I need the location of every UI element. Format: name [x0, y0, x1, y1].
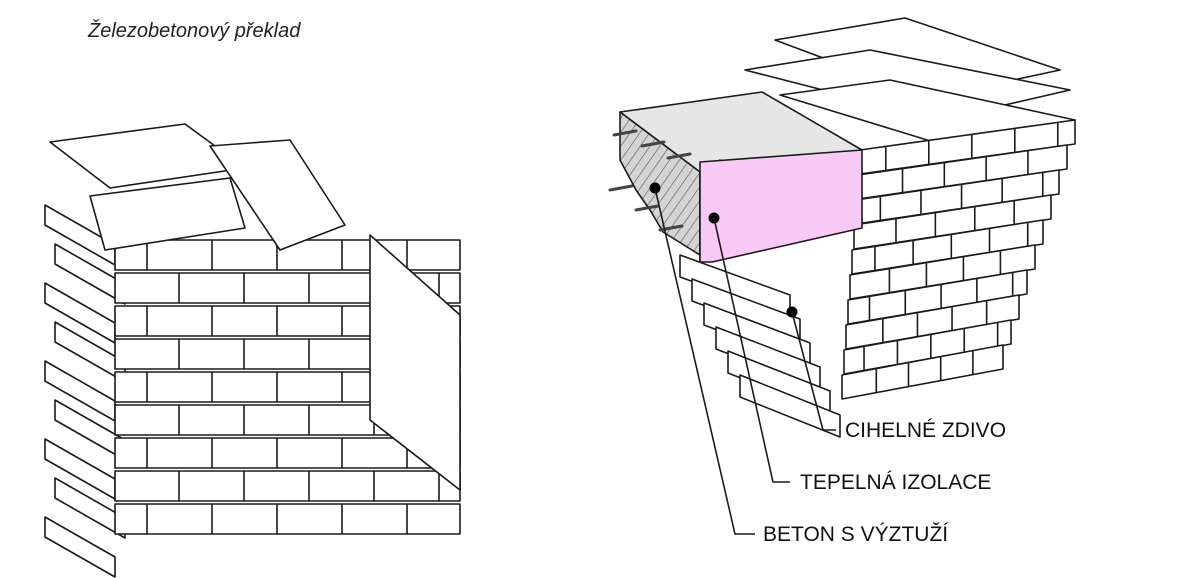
- brick-wall-leader: [791, 311, 836, 431]
- brick-course: [845, 294, 1020, 350]
- brick-course: [851, 219, 1044, 275]
- diagram-title: Železobetonový překlad: [87, 19, 301, 42]
- brick-end-face: [54, 477, 126, 539]
- brick-course: [841, 344, 1004, 400]
- brick-lintel-wall: [44, 123, 461, 578]
- thermal-insulation-label: TEPELNÁ IZOLACE: [800, 471, 991, 494]
- top-brick: [89, 177, 246, 251]
- concrete-leader: [654, 187, 755, 535]
- lintel-assembly: [608, 91, 863, 263]
- callouts: CIHELNÉ ZDIVO TEPELNÁ IZOLACE BETON S VÝ…: [649, 182, 1006, 546]
- top-brick: [209, 139, 346, 251]
- brick-end-face: [369, 234, 461, 491]
- brick-course: [843, 319, 1012, 375]
- brick-course: [849, 244, 1036, 300]
- brick-course: [847, 269, 1028, 325]
- brick-course: [114, 503, 461, 535]
- brick-wall-label: CIHELNÉ ZDIVO: [845, 419, 1006, 442]
- brick-course: [114, 470, 461, 502]
- wall-with-lintel-section: [679, 17, 1076, 438]
- brick-course: [739, 374, 841, 438]
- concrete-reinforcement-label: BETON S VÝZTUŽÍ: [763, 523, 948, 546]
- insulation-leader: [713, 217, 790, 483]
- brick-course: [853, 194, 1052, 250]
- brick-end-face: [54, 243, 126, 305]
- rebars: [608, 129, 692, 232]
- top-brick: [49, 123, 246, 189]
- insulation-front-face: [699, 149, 863, 263]
- brick-end-face: [44, 516, 116, 578]
